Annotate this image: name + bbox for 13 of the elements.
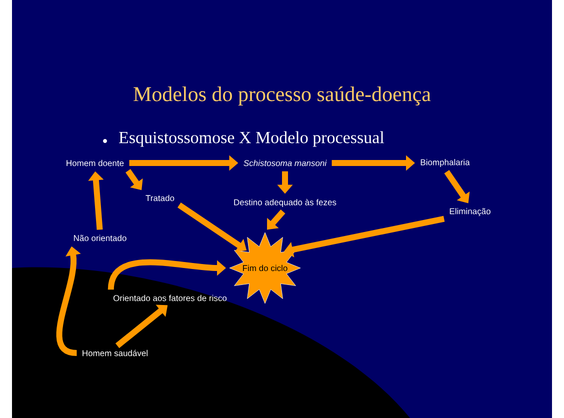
node-text: Destino adequado às fezes xyxy=(234,199,336,207)
node-text: Orientado aos fatores de risco xyxy=(113,294,227,302)
node-text: Biomphalaria xyxy=(420,159,470,167)
starburst: Fim do ciclo xyxy=(229,232,301,304)
node-text: Eliminação xyxy=(450,208,490,216)
node-text: Tratado xyxy=(146,194,174,202)
title: Modelos do processo saúde-doença xyxy=(134,86,431,106)
node-text: Homem saudável xyxy=(82,350,148,356)
subtitle: Esquistossomose X Modelo processual xyxy=(119,131,384,147)
node-text: Homem doente xyxy=(66,160,124,166)
node-text: Não orientado xyxy=(74,234,126,242)
block-arrow xyxy=(267,209,286,230)
node-text: Schistosoma mansoni xyxy=(244,160,327,166)
